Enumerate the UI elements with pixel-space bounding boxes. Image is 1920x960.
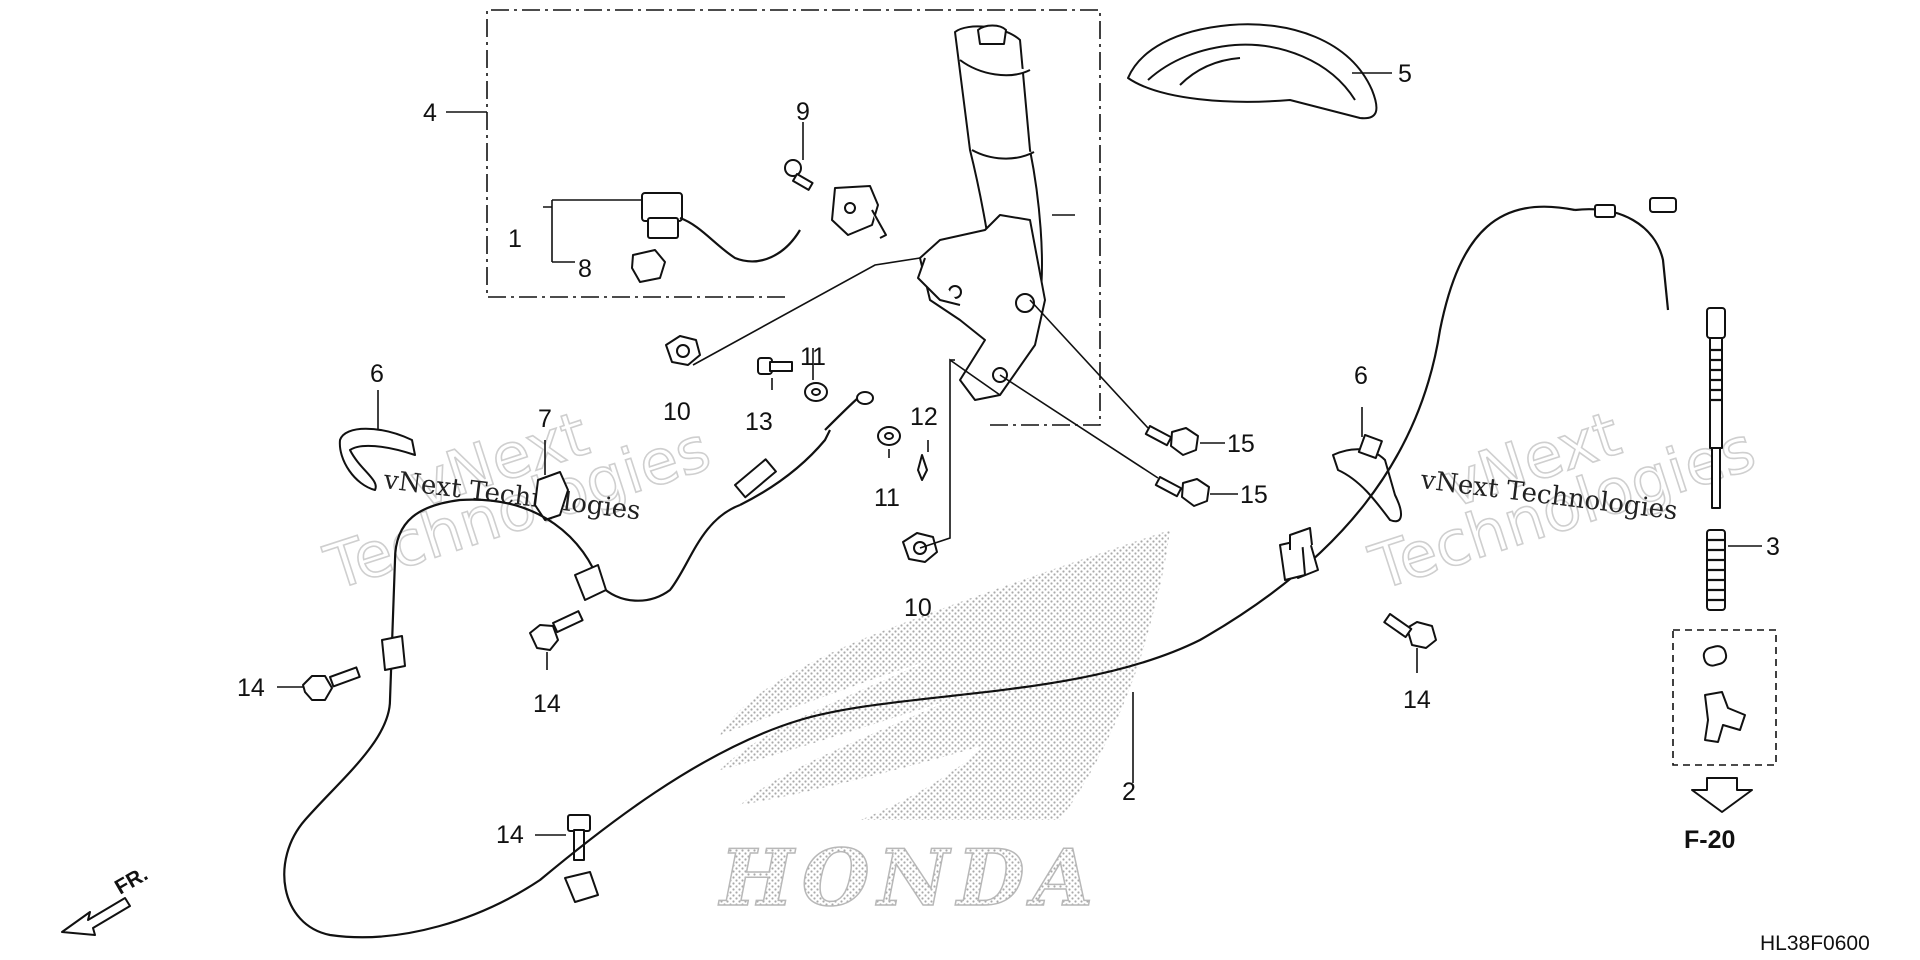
callout-8: 8	[578, 255, 592, 283]
cable-stay	[534, 471, 569, 521]
parking-brake-cable	[283, 197, 1726, 939]
flange-bolt-15b	[1154, 475, 1210, 507]
flange-bolt-14d	[1383, 613, 1437, 649]
callout-2: 2	[1122, 778, 1136, 806]
pin-bolt-13	[757, 357, 793, 375]
washer-11a	[804, 382, 828, 402]
washer-11b	[877, 426, 901, 446]
drawing-code: HL38F0600	[1760, 932, 1870, 955]
callout-10-top: 10	[663, 398, 691, 426]
watermark-right: vNext Technologies vNext Technologies	[1360, 396, 1764, 605]
flange-bolt-14a	[302, 666, 361, 701]
lever-boot	[1127, 23, 1378, 120]
callout-4: 4	[423, 99, 437, 127]
flange-bolt-14b	[529, 610, 584, 651]
callout-14-right: 14	[1403, 686, 1431, 714]
front-direction-label: FR.	[111, 862, 152, 899]
callout-5: 5	[1398, 60, 1412, 88]
reference-parts-box	[1672, 629, 1777, 766]
callout-7: 7	[538, 405, 552, 433]
parking-brake-lever	[917, 24, 1046, 401]
callout-6-right: 6	[1354, 362, 1368, 390]
return-spring	[1706, 529, 1726, 611]
callout-6-left: 6	[370, 360, 384, 388]
lever-assembly-outline	[486, 9, 1101, 426]
honda-wing-logo	[720, 530, 1170, 820]
callout-3: 3	[1766, 533, 1780, 561]
callout-14-mid: 14	[533, 690, 561, 718]
flange-bolt-15a	[1144, 425, 1199, 456]
callout-11-bottom: 11	[874, 484, 900, 512]
callout-14-lower: 14	[496, 821, 524, 849]
reference-arrow	[1691, 777, 1753, 813]
reference-label-f20: F-20	[1684, 826, 1735, 854]
callout-15-bottom: 15	[1240, 481, 1268, 509]
leader-lines	[277, 72, 1762, 836]
callout-9: 9	[796, 98, 810, 126]
harness-clip	[631, 249, 666, 283]
cable-band-right	[1332, 433, 1402, 523]
brake-switch-harness	[641, 185, 887, 263]
callout-10-bottom: 10	[904, 594, 932, 622]
callout-13: 13	[745, 408, 773, 436]
cotter-pin-12	[917, 454, 928, 481]
watermark-left: vNext Technologies vNext Technologies	[315, 396, 719, 605]
front-direction-arrow	[61, 897, 131, 936]
flange-nut-10a	[665, 335, 701, 366]
callout-1: 1	[508, 225, 522, 253]
callout-14-left: 14	[237, 674, 265, 702]
callouts: 4 1 8 9 5 6 6 7 10 10 11 11 12 13 14 14 …	[237, 60, 1780, 849]
honda-logo-text: HONDA	[718, 833, 1101, 924]
callout-12: 12	[910, 403, 938, 431]
flange-bolt-14c	[567, 814, 591, 861]
callout-11-top: 11	[800, 343, 826, 371]
switch-screw	[784, 159, 814, 191]
callout-15-top: 15	[1227, 430, 1255, 458]
